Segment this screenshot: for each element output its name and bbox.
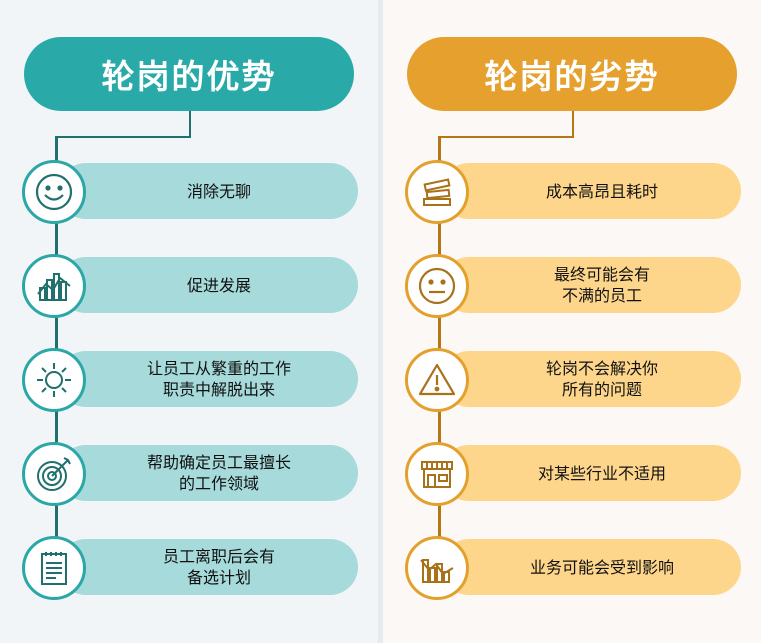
connector-line bbox=[56, 136, 191, 138]
advantages-title: 轮岗的优势 bbox=[24, 37, 354, 111]
advantage-label: 消除无聊 bbox=[58, 163, 358, 219]
neutral-face-icon bbox=[405, 254, 469, 318]
disadvantage-label: 最终可能会有不满的员工 bbox=[441, 257, 741, 313]
connector-line bbox=[572, 111, 574, 137]
disadvantage-label: 轮岗不会解决你所有的问题 bbox=[441, 351, 741, 407]
advantage-label: 员工离职后会有备选计划 bbox=[58, 539, 358, 595]
panel-divider bbox=[378, 0, 383, 643]
disadvantage-item: 轮岗不会解决你所有的问题 bbox=[405, 348, 741, 412]
smiley-icon bbox=[22, 160, 86, 224]
bar-chart-icon bbox=[22, 254, 86, 318]
connector-line bbox=[189, 111, 191, 137]
warning-icon bbox=[405, 348, 469, 412]
advantage-item: 员工离职后会有备选计划 bbox=[22, 536, 358, 600]
advantage-item: 消除无聊 bbox=[22, 160, 358, 224]
disadvantage-item: 业务可能会受到影响 bbox=[405, 536, 741, 600]
disadvantage-item: 最终可能会有不满的员工 bbox=[405, 254, 741, 318]
storefront-icon bbox=[405, 442, 469, 506]
advantages-panel: 轮岗的优势 消除无聊 促进发展 让员工从繁重的工作职责中解 bbox=[0, 0, 378, 643]
target-icon bbox=[22, 442, 86, 506]
advantage-item: 促进发展 bbox=[22, 254, 358, 318]
disadvantage-label: 对某些行业不适用 bbox=[441, 445, 741, 501]
disadvantages-panel: 轮岗的劣势 成本高昂且耗时 最终可能会有不满的员工 轮岗不会解决你所有的问题 bbox=[383, 0, 761, 643]
advantage-label: 促进发展 bbox=[58, 257, 358, 313]
connector-line bbox=[439, 136, 574, 138]
advantage-label: 让员工从繁重的工作职责中解脱出来 bbox=[58, 351, 358, 407]
advantage-item: 帮助确定员工最擅长的工作领域 bbox=[22, 442, 358, 506]
disadvantage-item: 成本高昂且耗时 bbox=[405, 160, 741, 224]
disadvantages-title: 轮岗的劣势 bbox=[407, 37, 737, 111]
bar-chart-icon bbox=[405, 536, 469, 600]
disadvantage-label: 成本高昂且耗时 bbox=[441, 163, 741, 219]
notepad-icon bbox=[22, 536, 86, 600]
advantage-item: 让员工从繁重的工作职责中解脱出来 bbox=[22, 348, 358, 412]
advantage-label: 帮助确定员工最擅长的工作领域 bbox=[58, 445, 358, 501]
disadvantage-item: 对某些行业不适用 bbox=[405, 442, 741, 506]
stacked-bars-icon bbox=[405, 160, 469, 224]
sun-icon bbox=[22, 348, 86, 412]
disadvantage-label: 业务可能会受到影响 bbox=[441, 539, 741, 595]
